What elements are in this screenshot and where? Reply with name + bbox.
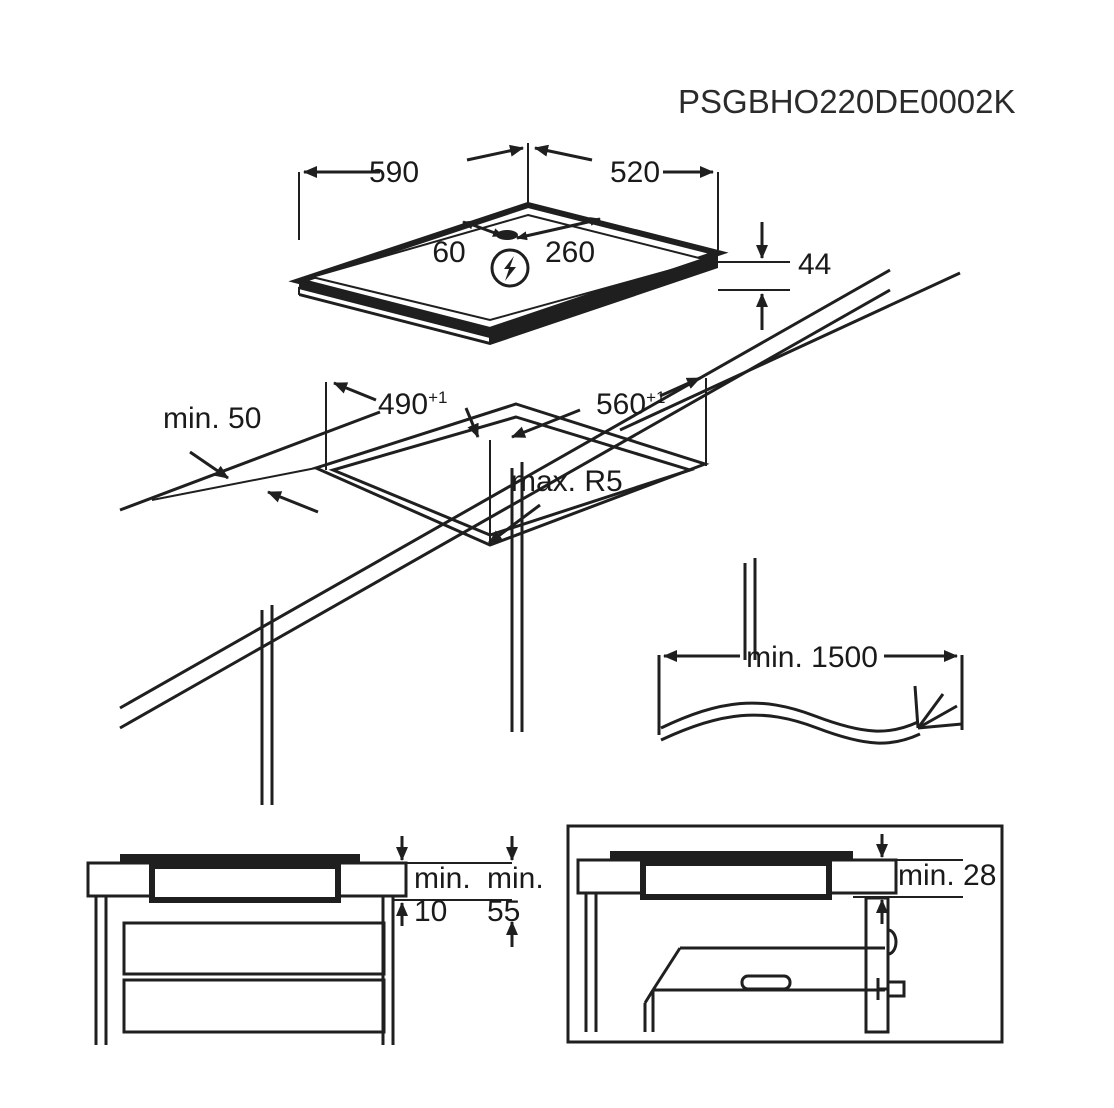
dimension-44-label: 44 <box>798 248 831 281</box>
hob-glass-plate-right <box>610 851 853 860</box>
dimension-max-r5-label: max. R5 <box>511 465 623 498</box>
dimension-min-10-label-line2: 10 <box>414 895 447 928</box>
cabinet-side-panels-right <box>584 893 598 1032</box>
cabinet-uprights <box>260 462 757 805</box>
dimension-44: 44 <box>718 222 831 330</box>
cable-illustration <box>660 685 963 745</box>
bracket-screw <box>886 980 906 998</box>
hob-body-section-right <box>640 860 832 900</box>
view-cable-length: min. 1500 <box>657 641 964 745</box>
dimension-260-label: 260 <box>545 236 595 269</box>
mounting-bracket <box>864 896 906 1034</box>
view-cabinet-section-left: min. 10 min. 55 <box>86 836 544 1045</box>
dimension-min-55: min. 55 <box>487 836 544 947</box>
dimension-min-28: min. 28 <box>853 834 996 924</box>
dimension-590: 590 <box>303 144 524 189</box>
worktop-rear-edge <box>119 271 961 512</box>
hob-glass-plate <box>120 854 360 863</box>
page-title: PSGBHO220DE0002K <box>678 83 1016 120</box>
dimension-590-label: 590 <box>369 156 419 189</box>
drawer-lower <box>122 978 386 1034</box>
dimension-min-10-label-line1: min. <box>414 862 471 895</box>
worktop-left-slab <box>86 861 158 898</box>
dimension-490: 490+1 <box>325 381 480 470</box>
view-hob-isometric: 590 520 <box>288 143 831 345</box>
oven-appliance <box>643 946 885 1032</box>
view-cabinet-section-right: min. 28 <box>566 824 1004 1044</box>
cabinet-side-panels <box>94 896 395 1045</box>
dimension-min-50-label: min. 50 <box>163 402 261 435</box>
dimension-max-r5: max. R5 <box>488 465 623 545</box>
dimension-min-50: min. 50 <box>163 402 319 514</box>
dimension-60-label: 60 <box>432 236 465 269</box>
dimension-min-10: min. 10 <box>393 836 512 928</box>
oven-handle <box>740 974 792 991</box>
dimension-560-label: 560+1 <box>596 388 665 421</box>
dimension-520: 520 <box>534 144 714 189</box>
dimension-min-1500-label: min. 1500 <box>746 641 878 674</box>
worktop-right-slab <box>336 861 408 898</box>
lightning-bolt-icon <box>490 248 530 288</box>
dimension-560: 560+1 <box>511 376 707 466</box>
dimension-min-55-label-line1: min. <box>487 862 544 895</box>
dimension-490-label: 490+1 <box>378 388 447 421</box>
dimension-60-260: 60 260 <box>432 217 601 269</box>
cable-dimension-bracket <box>657 655 964 735</box>
dimension-min-55-label-line2: 55 <box>487 895 520 928</box>
view-worktop-cutout: 490+1 560+1 min. 50 max. R5 <box>119 268 961 805</box>
worktop-left-slab-right <box>576 858 648 895</box>
worktop-rear-inner <box>151 467 317 501</box>
dimension-min-28-label: min. 28 <box>898 859 996 892</box>
drawer-upper <box>122 921 386 976</box>
worktop-right-slab-right <box>826 858 898 895</box>
dimension-520-label: 520 <box>610 156 660 189</box>
detail-box-frame <box>566 824 1004 1044</box>
hob-body-section <box>149 863 341 903</box>
